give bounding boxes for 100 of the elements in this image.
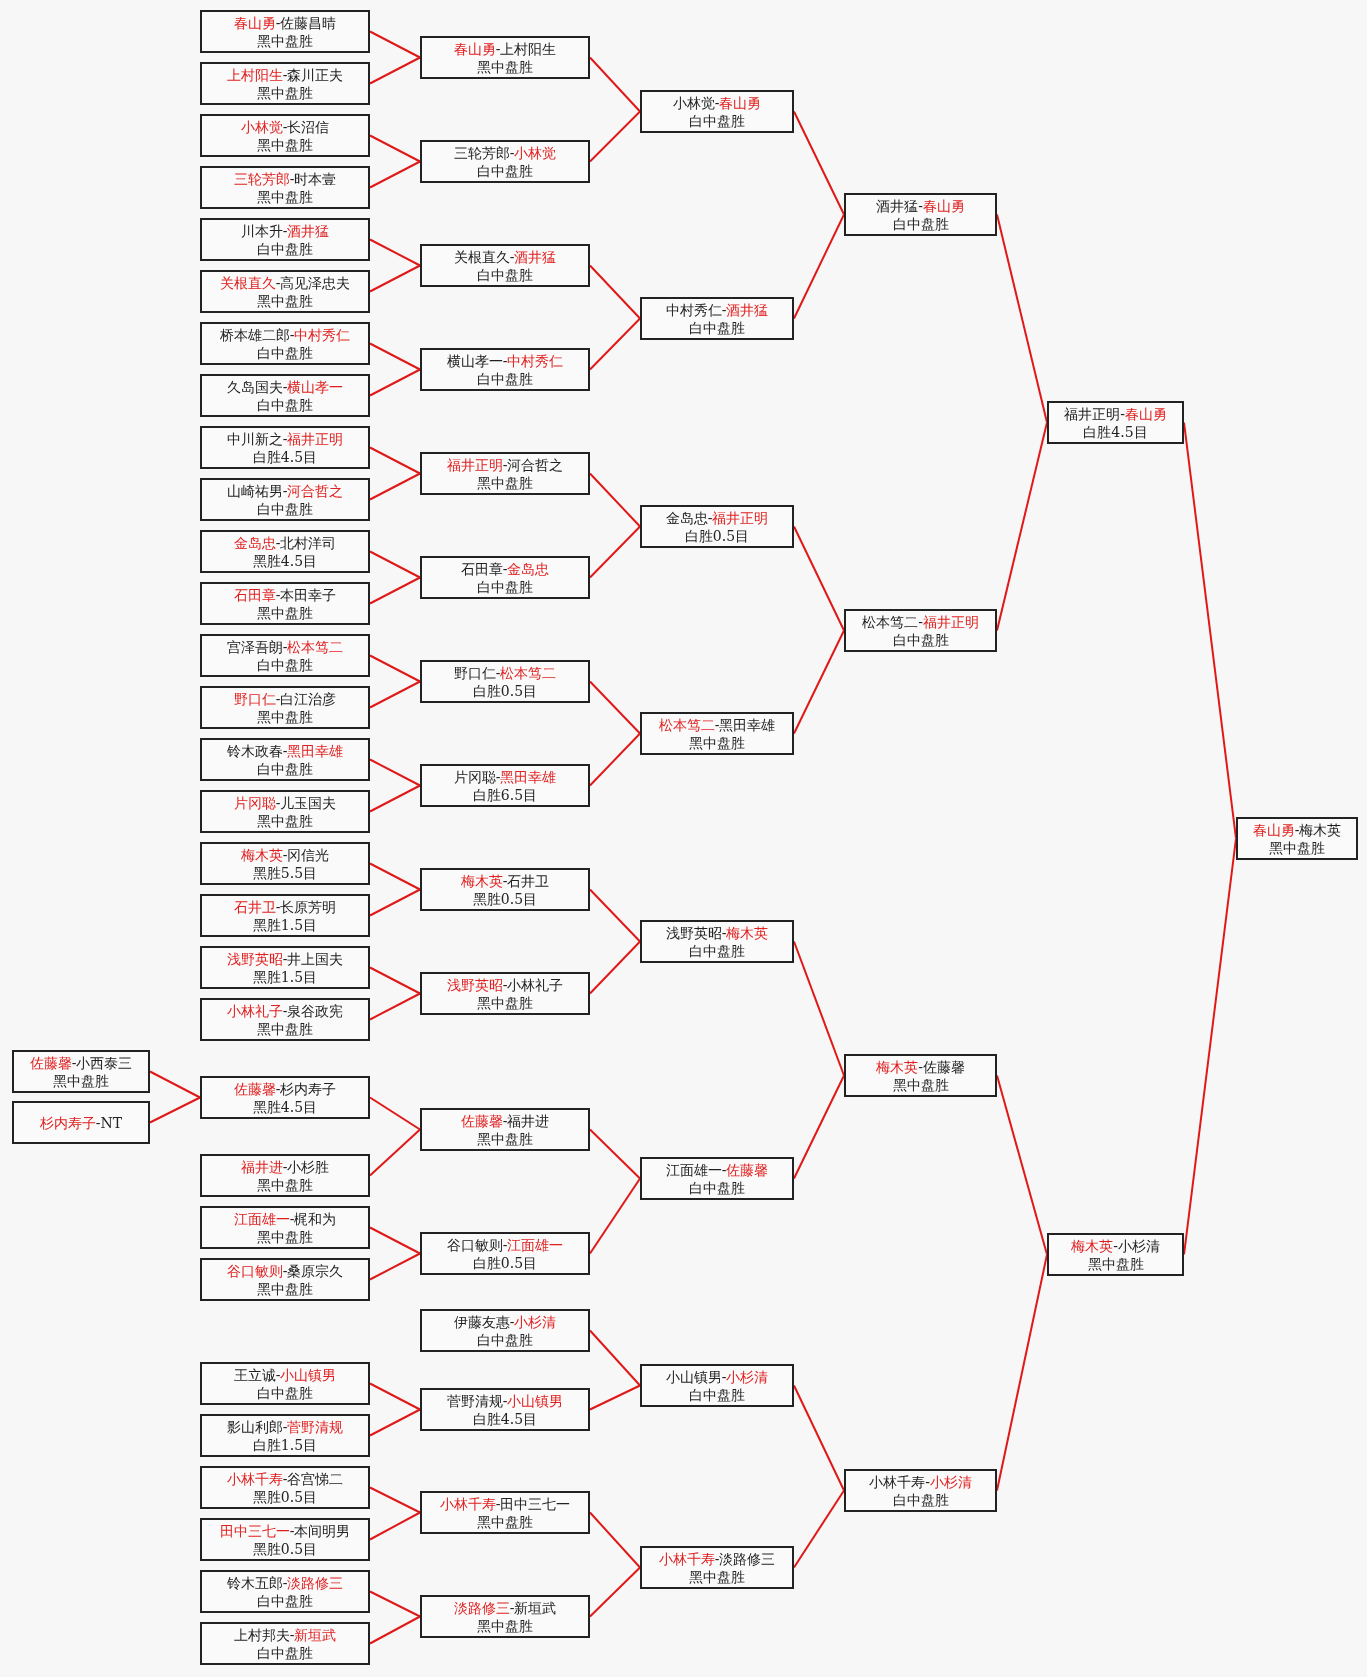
- connector-line: [589, 1566, 641, 1618]
- match-box: [640, 505, 794, 548]
- match-box: [1047, 401, 1184, 444]
- match-players: 宫泽吾朗-松本笃二: [226, 637, 344, 656]
- match-result: 白胜0.5目: [472, 1253, 538, 1272]
- match-box: [200, 894, 370, 937]
- match-players: 小林觉-长沼信: [240, 117, 330, 136]
- match-result: 黑中盘胜: [1087, 1254, 1144, 1273]
- match-box: [200, 1258, 370, 1301]
- connector-line: [369, 784, 421, 813]
- match-players: 福井正明-春山勇: [1064, 404, 1167, 423]
- match-box: [420, 1595, 590, 1638]
- match-players: 金岛忠-福井正明: [665, 508, 769, 527]
- match-box: [420, 660, 590, 703]
- match-result: 黑胜5.5目: [252, 863, 318, 882]
- match-players: 松本笃二-黑田幸雄: [658, 715, 776, 734]
- match-box: [420, 1491, 590, 1534]
- match-box: [844, 1469, 997, 1512]
- match-box: [200, 1154, 370, 1197]
- match-result: 黑胜0.5目: [252, 1539, 318, 1558]
- connector-line: [369, 160, 421, 189]
- match-box: [420, 1232, 590, 1275]
- match-result: 白中盘胜: [689, 1178, 745, 1197]
- match-players: 片冈聪-儿玉国夫: [233, 793, 337, 812]
- match-result: 黑中盘胜: [1269, 838, 1325, 857]
- match-box: [640, 1157, 794, 1200]
- match-players: 石田章-本田幸子: [233, 585, 337, 604]
- match-players: 上村阳生-森川正夫: [226, 65, 344, 84]
- match-players: 春山勇-上村阳生: [453, 39, 557, 58]
- match-result: 白胜4.5目: [472, 1409, 538, 1428]
- match-players: 福井正明-河合哲之: [446, 455, 564, 474]
- match-box: [200, 634, 370, 677]
- connector-line: [369, 134, 421, 163]
- match-players: 小林千寿-小杉清: [869, 1472, 972, 1491]
- match-players: 野口仁-白江治彦: [233, 689, 337, 708]
- match-box: [640, 920, 794, 963]
- match-box: [420, 1108, 590, 1151]
- match-result: 黑中盘胜: [477, 1616, 533, 1635]
- match-result: 黑中盘胜: [892, 1075, 949, 1094]
- connector-line: [149, 1070, 201, 1099]
- match-result: 白中盘胜: [689, 1385, 745, 1404]
- connector-line: [793, 213, 845, 320]
- match-result: 黑中盘胜: [257, 1227, 313, 1246]
- match-players: 佐藤馨-小西泰三: [29, 1053, 133, 1072]
- connector-line: [369, 758, 421, 787]
- match-players: 中川新之-福井正明: [226, 429, 344, 448]
- match-box: [420, 36, 590, 79]
- connector-line: [369, 446, 421, 475]
- match-box: [200, 738, 370, 781]
- match-players: 谷口敏则-桑原宗久: [226, 1261, 344, 1280]
- connector-line: [369, 264, 421, 293]
- match-players: 浅野英昭-小林礼子: [446, 975, 564, 994]
- connector-line: [369, 654, 421, 683]
- match-players: 三轮芳郎-时本壹: [233, 169, 337, 188]
- match-result: 黑中盘胜: [477, 1512, 533, 1531]
- match-players: 野口仁-松本笃二: [453, 663, 557, 682]
- match-result: 黑中盘胜: [257, 1019, 313, 1038]
- connector-line: [369, 888, 421, 917]
- connector-line: [369, 1486, 421, 1514]
- match-box: [844, 193, 997, 236]
- match-players: 王立诚-小山镇男: [233, 1365, 337, 1384]
- match-result: 黑胜4.5目: [252, 551, 318, 570]
- connector-line: [589, 888, 641, 943]
- match-box: [640, 712, 794, 755]
- match-box: [420, 764, 590, 807]
- match-players: 片冈聪-黑田幸雄: [453, 767, 557, 786]
- match-result: 黑中盘胜: [257, 603, 313, 622]
- match-players: 酒井猛-春山勇: [876, 196, 965, 215]
- connector-line: [369, 550, 421, 579]
- connector-line: [369, 1128, 421, 1177]
- match-players: 金岛忠-北村洋司: [233, 533, 337, 552]
- match-result: 黑中盘胜: [53, 1071, 109, 1090]
- match-box: [200, 114, 370, 157]
- connector-line: [369, 30, 421, 59]
- match-players: 石井卫-长原芳明: [233, 897, 337, 916]
- match-players: 佐藤馨-杉内寿子: [233, 1079, 337, 1098]
- match-box: [420, 452, 590, 495]
- match-result: 白中盘胜: [257, 1643, 313, 1662]
- match-players: 田中三七一-本间明男: [219, 1521, 351, 1540]
- match-players: 桥本雄二郎-中村秀仁: [219, 325, 351, 344]
- match-result: 白中盘胜: [689, 941, 745, 960]
- connector-line: [369, 1511, 421, 1541]
- match-box: [1047, 1233, 1184, 1276]
- connector-line: [589, 472, 641, 528]
- match-box: [200, 322, 370, 365]
- match-result: 黑中盘胜: [257, 83, 313, 102]
- match-box: [420, 1309, 590, 1352]
- match-box: [200, 842, 370, 885]
- match-result: 黑胜4.5目: [252, 1097, 318, 1116]
- connector-line: [589, 1511, 641, 1569]
- match-players: 久岛国夫-横山孝一: [226, 377, 344, 396]
- match-result: 黑中盘胜: [477, 993, 533, 1012]
- match-result: 白中盘胜: [892, 630, 949, 649]
- match-box: [200, 166, 370, 209]
- match-box: [200, 686, 370, 729]
- connector-line: [369, 1615, 421, 1645]
- match-box: [420, 140, 590, 183]
- match-players: 川本升-酒井猛: [240, 221, 330, 240]
- connector-line: [589, 525, 641, 579]
- match-result: 白中盘胜: [257, 499, 313, 518]
